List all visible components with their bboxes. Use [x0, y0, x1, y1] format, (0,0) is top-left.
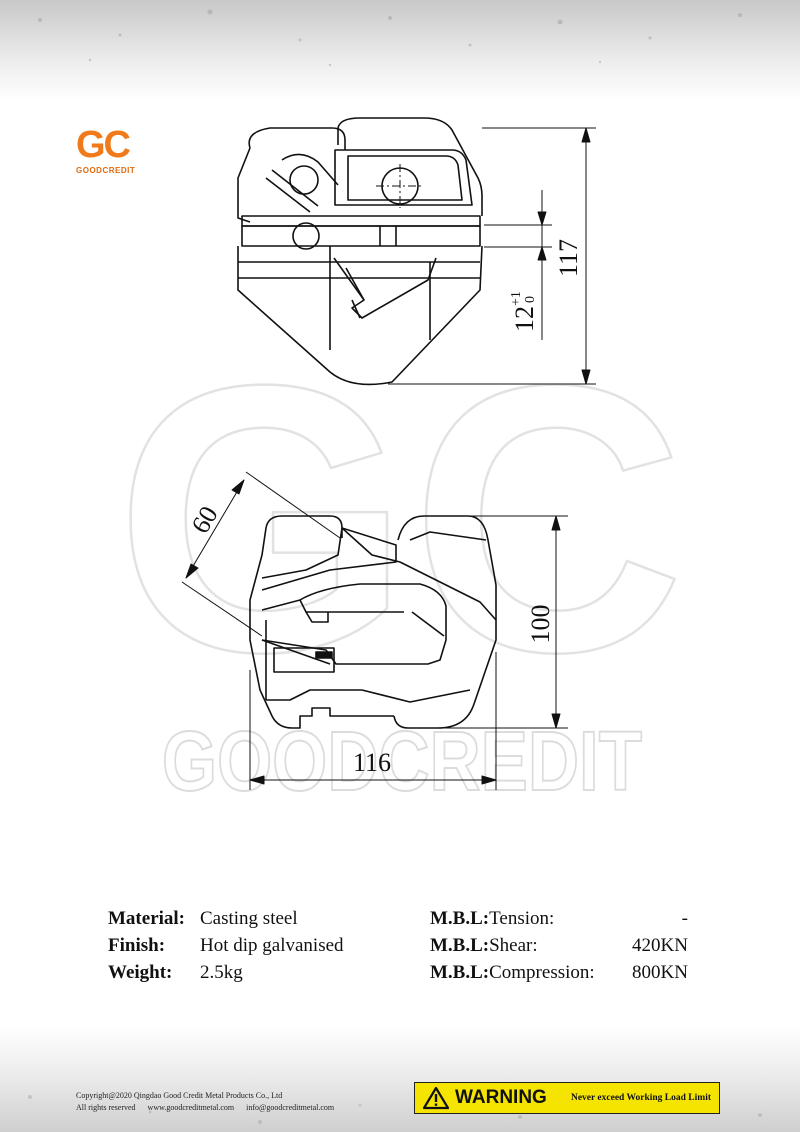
- dimension-slot-tol-lower: 0: [523, 296, 538, 303]
- material-value: Casting steel: [200, 908, 298, 929]
- copyright-text: Copyright@2020 Qingdao Good Credit Metal…: [76, 1091, 283, 1100]
- shear-value: 420KN: [632, 935, 688, 956]
- material-label: Material:: [108, 908, 186, 929]
- grunge-texture-bottom: [0, 1027, 800, 1132]
- logo-name: GOODCREDIT: [76, 166, 136, 175]
- dimension-width: 116: [353, 748, 391, 777]
- finish-row: Finish: Hot dip galvanised: [108, 932, 344, 959]
- brand-logo: GC GOODCREDIT: [76, 126, 142, 175]
- warning-triangle-icon: [423, 1086, 449, 1110]
- dimension-slot: 12: [510, 306, 539, 332]
- tension-row: M.B.L:Tension: -: [430, 905, 688, 932]
- specs-right: M.B.L:Tension: - M.B.L:Shear: 420KN M.B.…: [430, 905, 688, 986]
- weight-label: Weight:: [108, 962, 173, 983]
- dimension-height-total: 117: [554, 239, 583, 277]
- footer-contact: All rights reserved www.goodcreditmetal.…: [76, 1102, 344, 1114]
- specs-left: Material: Casting steel Finish: Hot dip ga…: [108, 905, 344, 986]
- grunge-texture-top: [0, 0, 800, 100]
- tension-label: Tension:: [489, 908, 555, 929]
- compression-label: Compression:: [489, 962, 595, 983]
- weight-row: Weight: 2.5kg: [108, 959, 344, 986]
- compression-value: 800KN: [632, 962, 688, 983]
- mbl-prefix: M.B.L:: [430, 908, 490, 929]
- tension-value: -: [681, 908, 688, 929]
- footer-copyright: Copyright@2020 Qingdao Good Credit Metal…: [76, 1090, 344, 1114]
- logo-mark: GC: [76, 124, 131, 166]
- mbl-prefix: M.B.L:: [430, 962, 490, 983]
- finish-label: Finish:: [108, 935, 166, 956]
- rights-text: All rights reserved: [76, 1103, 136, 1112]
- dimension-depth: 60: [186, 501, 224, 538]
- finish-value: Hot dip galvanised: [200, 935, 344, 956]
- front-view: [237, 117, 483, 386]
- warning-banner: WARNING Never exceed Working Load Limit: [414, 1082, 720, 1114]
- side-dimension-lines: [181, 471, 568, 790]
- dimension-slot-tol-upper: +1: [509, 291, 524, 306]
- weight-value: 2.5kg: [200, 962, 243, 983]
- watermark-mark: GC: [115, 306, 685, 731]
- compression-row: M.B.L:Compression: 800KN: [430, 959, 688, 986]
- shear-label: Shear:: [489, 935, 538, 956]
- warning-message: Never exceed Working Load Limit: [570, 1093, 711, 1103]
- warning-title: WARNING: [455, 1087, 547, 1108]
- side-view: [249, 515, 497, 729]
- shear-row: M.B.L:Shear: 420KN: [430, 932, 688, 959]
- material-row: Material: Casting steel: [108, 905, 344, 932]
- dimension-height-side: 100: [526, 605, 555, 644]
- mbl-prefix: M.B.L:: [430, 935, 490, 956]
- website-link[interactable]: www.goodcreditmetal.com: [147, 1103, 235, 1112]
- watermark-name: GOODCREDIT: [162, 714, 642, 808]
- front-dimension-lines: [388, 127, 596, 385]
- email-link[interactable]: info@goodcreditmetal.com: [246, 1103, 335, 1112]
